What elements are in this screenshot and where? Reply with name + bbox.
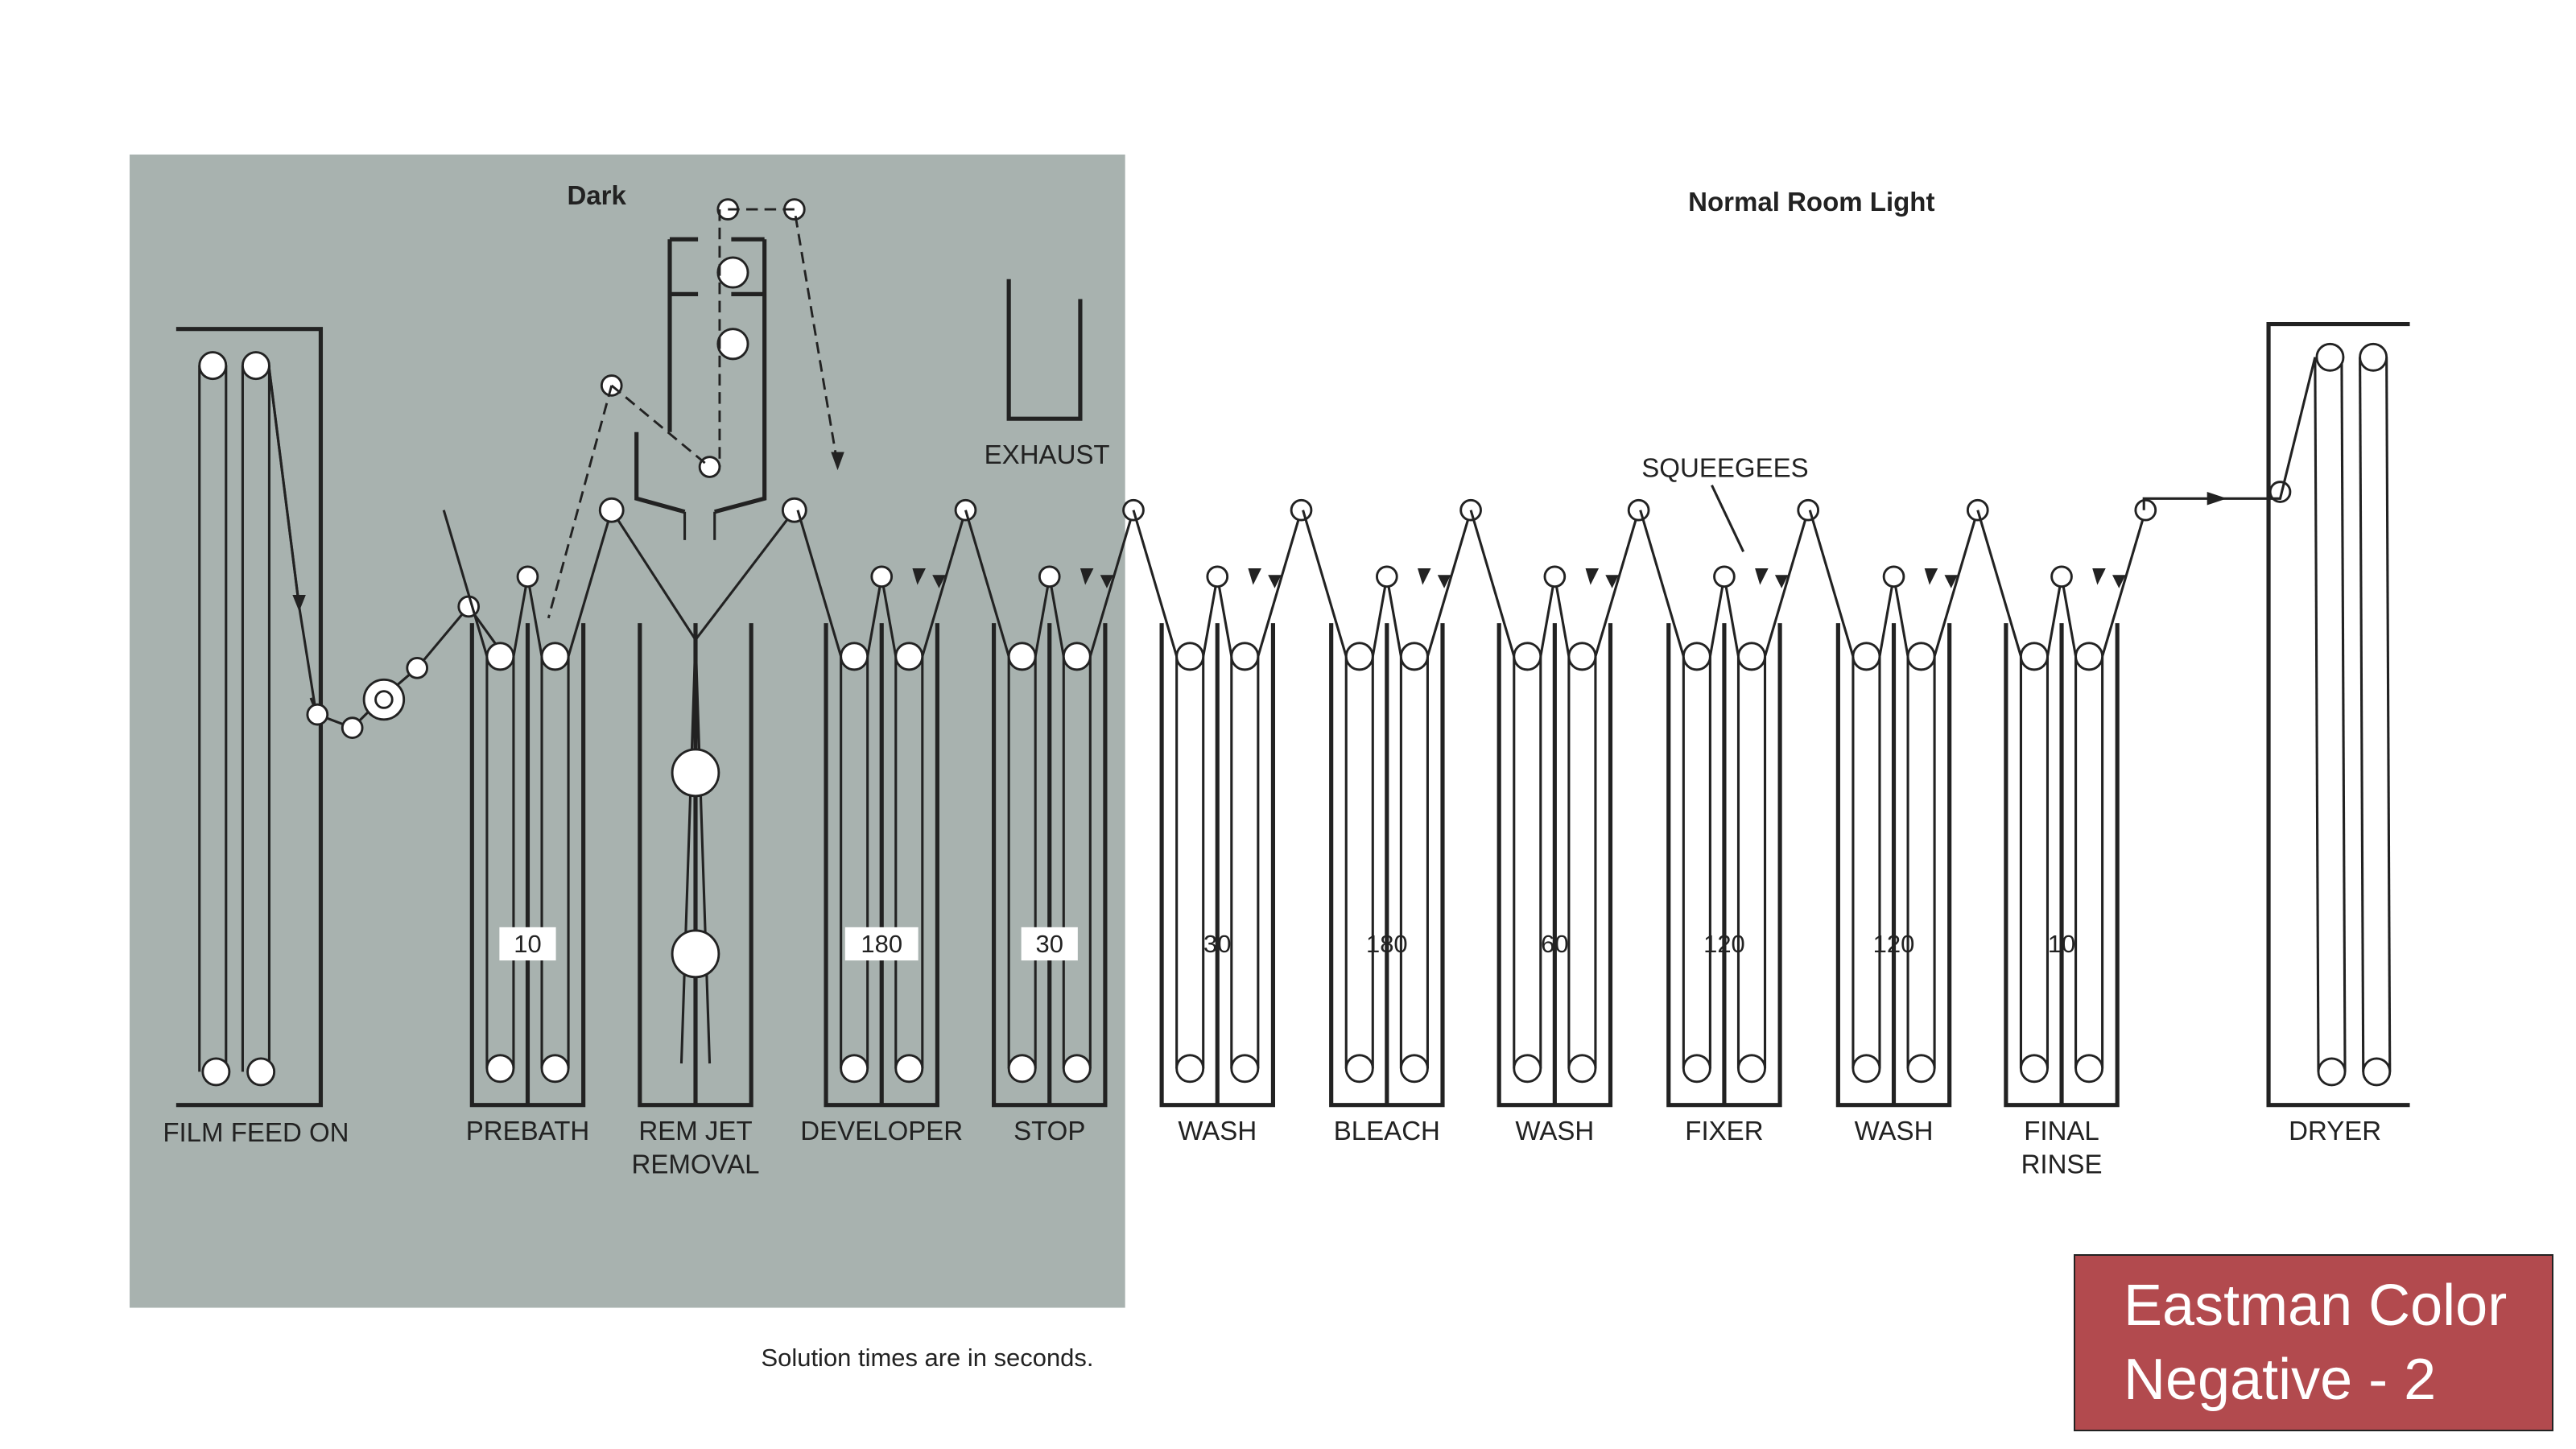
time-box — [844, 927, 919, 961]
rem-jet-spray-cabinet — [547, 198, 844, 619]
exhaust-label: EXHAUST — [985, 440, 1110, 469]
tank-label: DEVELOPER — [800, 1116, 963, 1146]
badge-line-2: Negative - 2 — [2124, 1348, 2437, 1412]
tank-label: RINSE — [2021, 1149, 2103, 1179]
light-zone-label: Normal Room Light — [1688, 187, 1934, 217]
dark-area — [130, 154, 1125, 1308]
time-box — [1021, 927, 1078, 961]
dark-zone-label: Dark — [567, 180, 626, 210]
tank-label: BLEACH — [1334, 1116, 1440, 1146]
tank-label: WASH — [1515, 1116, 1594, 1146]
tank-time: 180 — [1366, 930, 1408, 958]
tank-time: 180 — [861, 930, 902, 958]
tank-time: 120 — [1873, 930, 1915, 958]
tank-time: 120 — [1703, 930, 1745, 958]
tank-label: WASH — [1178, 1116, 1257, 1146]
exhaust-duct — [1006, 279, 1083, 421]
title-badge: Eastman Color Negative - 2 — [2074, 1254, 2553, 1431]
tank-label: STOP — [1013, 1116, 1085, 1146]
tank-time: 30 — [1036, 930, 1063, 958]
squeegees-label: SQUEEGEES — [1641, 452, 1808, 482]
tank-time: 30 — [1203, 930, 1231, 958]
tank-label: WASH — [1855, 1116, 1934, 1146]
footnote: Solution times are in seconds. — [762, 1344, 1094, 1372]
squeegees-pointer — [1711, 485, 1745, 552]
tank-label: REM JET — [638, 1116, 752, 1146]
tank-time: 60 — [1541, 930, 1568, 958]
tank-label: FIXER — [1685, 1116, 1763, 1146]
film-feed-station: FILM FEED ON — [163, 327, 500, 1147]
tank-label: FINAL — [2024, 1116, 2099, 1146]
tank-label: REMOVAL — [631, 1149, 759, 1179]
time-box — [499, 927, 556, 961]
tank-time: 10 — [2048, 930, 2075, 958]
tank-time: 10 — [514, 930, 541, 958]
dryer-station: DRYER — [2142, 321, 2410, 1146]
tank-label: PREBATH — [466, 1116, 590, 1146]
film-feed-label: FILM FEED ON — [163, 1117, 349, 1147]
dryer-label: DRYER — [2289, 1116, 2381, 1146]
badge-line-1: Eastman Color — [2124, 1274, 2508, 1338]
